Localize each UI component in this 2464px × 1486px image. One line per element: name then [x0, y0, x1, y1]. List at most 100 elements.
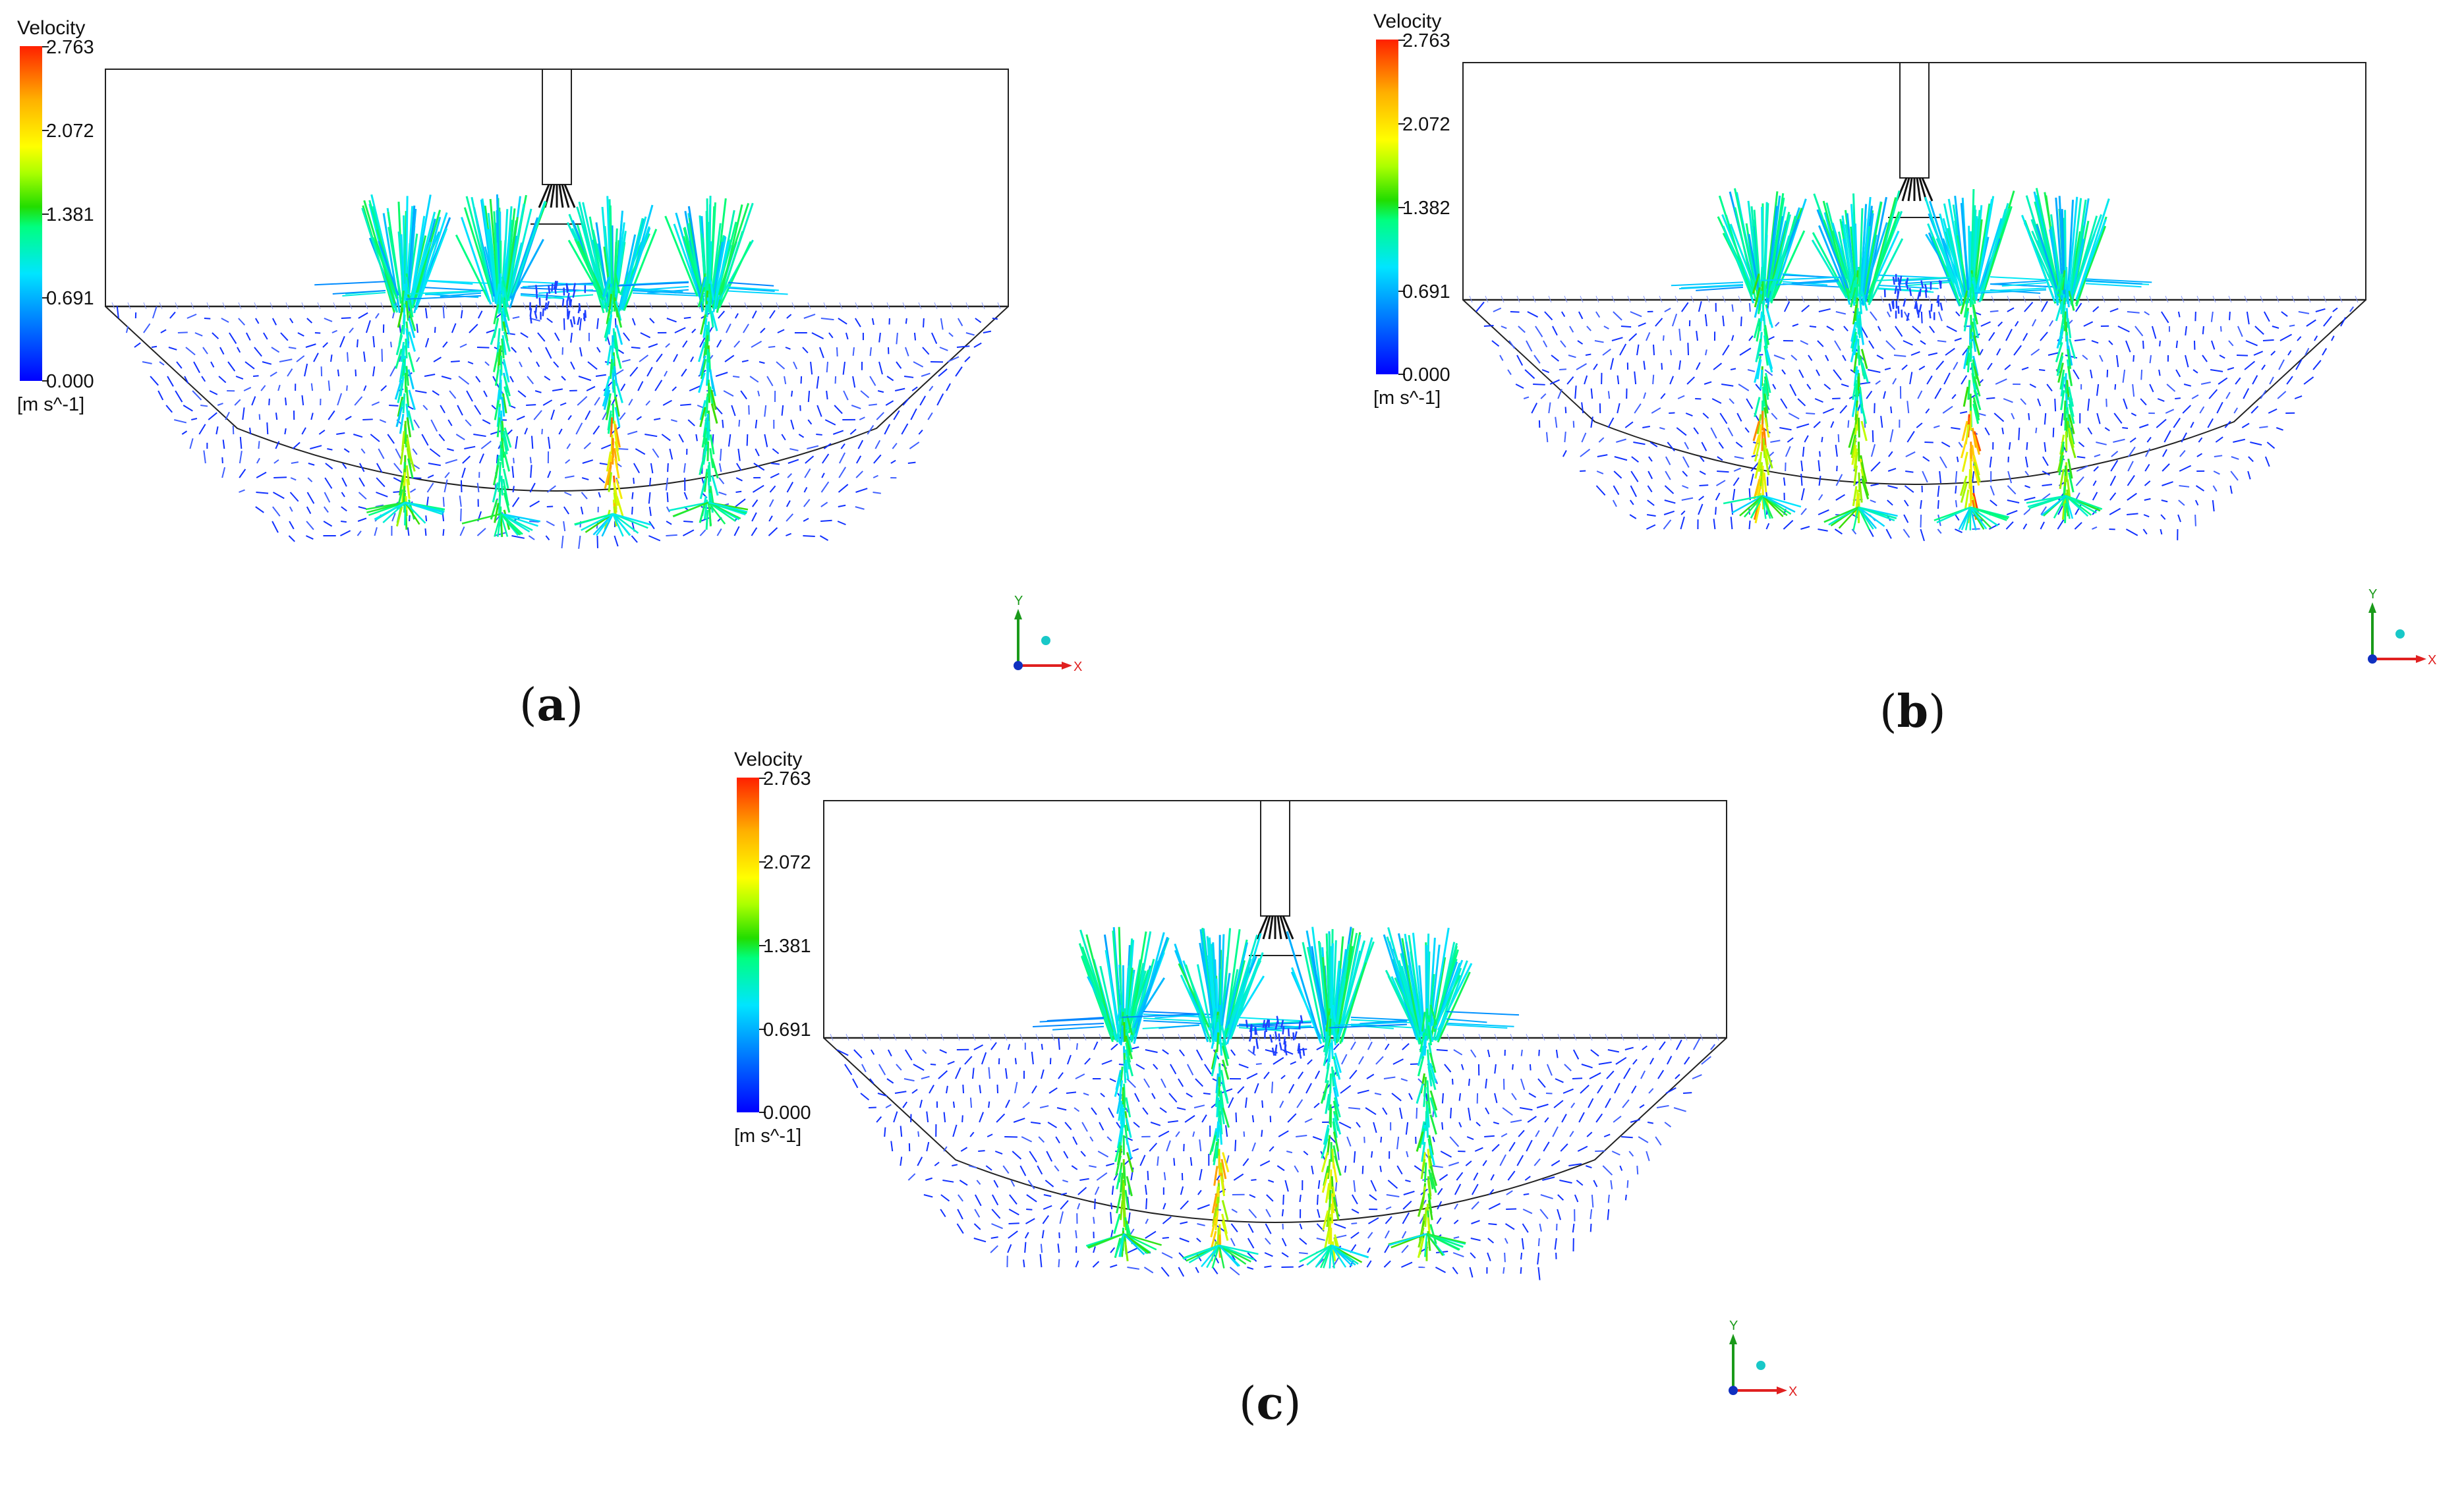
- flow-vector: [1775, 322, 1780, 327]
- flow-vector: [886, 302, 890, 310]
- flow-vector: [683, 463, 686, 473]
- surface-vector: [1671, 281, 1744, 287]
- flow-vector: [664, 370, 668, 377]
- flow-vector: [1039, 1105, 1049, 1108]
- flow-vector: [1693, 427, 1699, 435]
- flow-vector: [476, 482, 480, 493]
- flow-vector: [1251, 1142, 1256, 1152]
- flow-vector: [1868, 529, 1874, 538]
- flow-vector: [991, 1194, 999, 1206]
- jet-vector: [1971, 331, 1977, 353]
- flow-vector: [1551, 355, 1559, 362]
- flow-vector: [2331, 335, 2335, 341]
- flow-vector: [324, 492, 331, 503]
- flow-vector: [1160, 1078, 1166, 1089]
- flow-vector: [1083, 1093, 1089, 1096]
- flow-vector: [415, 390, 427, 393]
- flow-vector: [520, 332, 529, 338]
- flow-vector: [878, 361, 883, 375]
- flow-vector: [2087, 398, 2090, 411]
- flow-vector: [1939, 302, 1943, 311]
- flow-vector: [1700, 1033, 1704, 1041]
- flow-vector: [2207, 418, 2214, 428]
- flow-vector: [389, 366, 397, 377]
- flow-vector: [1717, 471, 1729, 473]
- flow-vector: [176, 361, 183, 369]
- jet-vector: [1859, 325, 1864, 345]
- flow-vector: [1456, 1172, 1464, 1181]
- jet-vector: [1860, 462, 1868, 482]
- flow-vector: [2355, 295, 2359, 303]
- flow-vector: [1041, 1043, 1043, 1050]
- flow-vector: [1779, 427, 1792, 431]
- flow-vector: [358, 492, 367, 500]
- flow-vector: [926, 1141, 930, 1152]
- flow-vector: [2129, 437, 2136, 443]
- flow-vector: [1665, 1087, 1676, 1094]
- flow-vector: [483, 390, 488, 397]
- jet-vector: [1851, 445, 1857, 465]
- flow-vector: [1147, 1170, 1149, 1181]
- flow-vector: [552, 388, 563, 391]
- flow-vector: [1287, 1113, 1297, 1123]
- flow-vector: [2315, 308, 2326, 312]
- flow-vector: [426, 482, 434, 493]
- jet-vector: [1758, 424, 1763, 445]
- flow-vector: [1264, 1252, 1273, 1257]
- jet-vector: [2067, 196, 2078, 291]
- flow-vector: [1435, 1267, 1446, 1273]
- flow-vector: [340, 521, 347, 523]
- flow-vector: [1642, 1045, 1647, 1050]
- flow-vector: [1403, 1190, 1415, 1195]
- flow-vector: [631, 535, 638, 543]
- jet-vector: [1971, 445, 1976, 465]
- flow-vector: [1097, 1151, 1109, 1158]
- flow-vector: [1176, 1107, 1186, 1110]
- flow-vector: [1722, 315, 1725, 327]
- flow-vector: [1493, 1122, 1499, 1125]
- jet-vector: [1851, 397, 1857, 417]
- flow-vector: [581, 492, 588, 500]
- flow-vector: [678, 434, 684, 443]
- jet-vector: [1325, 1093, 1331, 1114]
- jet-vector: [496, 407, 501, 427]
- jet-vector: [1081, 955, 1114, 1037]
- flow-vector: [1399, 1107, 1403, 1119]
- flow-vector: [1555, 1078, 1564, 1083]
- flow-vector: [1945, 347, 1955, 356]
- jet-vector: [1731, 495, 1763, 514]
- flow-vector: [947, 356, 960, 362]
- flow-vector: [1367, 1247, 1371, 1253]
- flow-vector: [1252, 1046, 1255, 1054]
- flow-vector: [2040, 506, 2048, 515]
- flow-vector: [1566, 376, 1574, 385]
- flow-vector: [143, 302, 147, 310]
- jet-vector: [699, 400, 706, 420]
- flow-vector: [2144, 448, 2151, 457]
- flow-vector: [1139, 1155, 1146, 1166]
- flow-vector: [1677, 395, 1685, 399]
- flow-vector: [2199, 406, 2205, 414]
- jet-vector: [503, 386, 511, 407]
- flow-vector: [262, 361, 272, 365]
- flow-vector: [1991, 295, 1995, 303]
- flow-vector: [1290, 1061, 1297, 1065]
- jet-vector: [576, 206, 605, 295]
- flow-vector: [1613, 1115, 1622, 1123]
- flow-vector: [1581, 432, 1587, 443]
- flow-vector: [1646, 331, 1651, 341]
- flow-vector: [926, 1111, 929, 1123]
- flow-vector: [491, 302, 495, 310]
- flow-vector: [689, 385, 702, 391]
- flow-vector: [459, 343, 467, 348]
- jet-vector: [1331, 1244, 1359, 1265]
- flow-vector: [2260, 389, 2267, 399]
- flow-vector: [580, 506, 584, 515]
- flow-vector: [177, 331, 188, 333]
- flow-vector: [2212, 485, 2218, 492]
- flow-vector: [869, 376, 876, 386]
- flow-vector: [886, 1078, 894, 1084]
- flow-vector: [1265, 1019, 1269, 1028]
- flow-vector: [1511, 1093, 1517, 1100]
- flow-vector: [239, 469, 246, 478]
